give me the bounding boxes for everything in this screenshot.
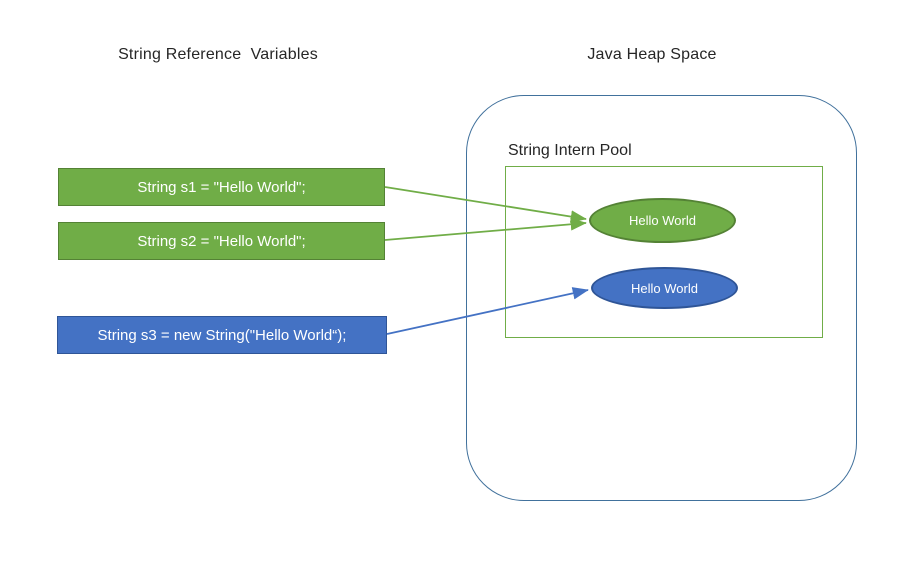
variable-box-s3: String s3 = new String("Hello World“); xyxy=(57,316,387,354)
string-intern-pool-container xyxy=(505,166,823,338)
heap-title: Java Heap Space xyxy=(587,46,717,63)
string-intern-pool-label: String Intern Pool xyxy=(508,142,632,159)
variable-box-s3-label: String s3 = new String("Hello World“); xyxy=(97,326,347,344)
interned-string-object: Hello World xyxy=(589,198,736,243)
variable-box-s1: String s1 = "Hello World"; xyxy=(58,168,385,206)
interned-string-object-label: Hello World xyxy=(629,213,696,228)
variable-box-s2-label: String s2 = "Hello World"; xyxy=(137,232,306,250)
heap-string-object-label: Hello World xyxy=(631,280,698,296)
heap-string-object: Hello World xyxy=(591,267,738,309)
variable-box-s2: String s2 = "Hello World"; xyxy=(58,222,385,260)
variable-box-s1-label: String s1 = "Hello World"; xyxy=(137,178,306,196)
left-column-title: String Reference Variables xyxy=(118,46,318,63)
